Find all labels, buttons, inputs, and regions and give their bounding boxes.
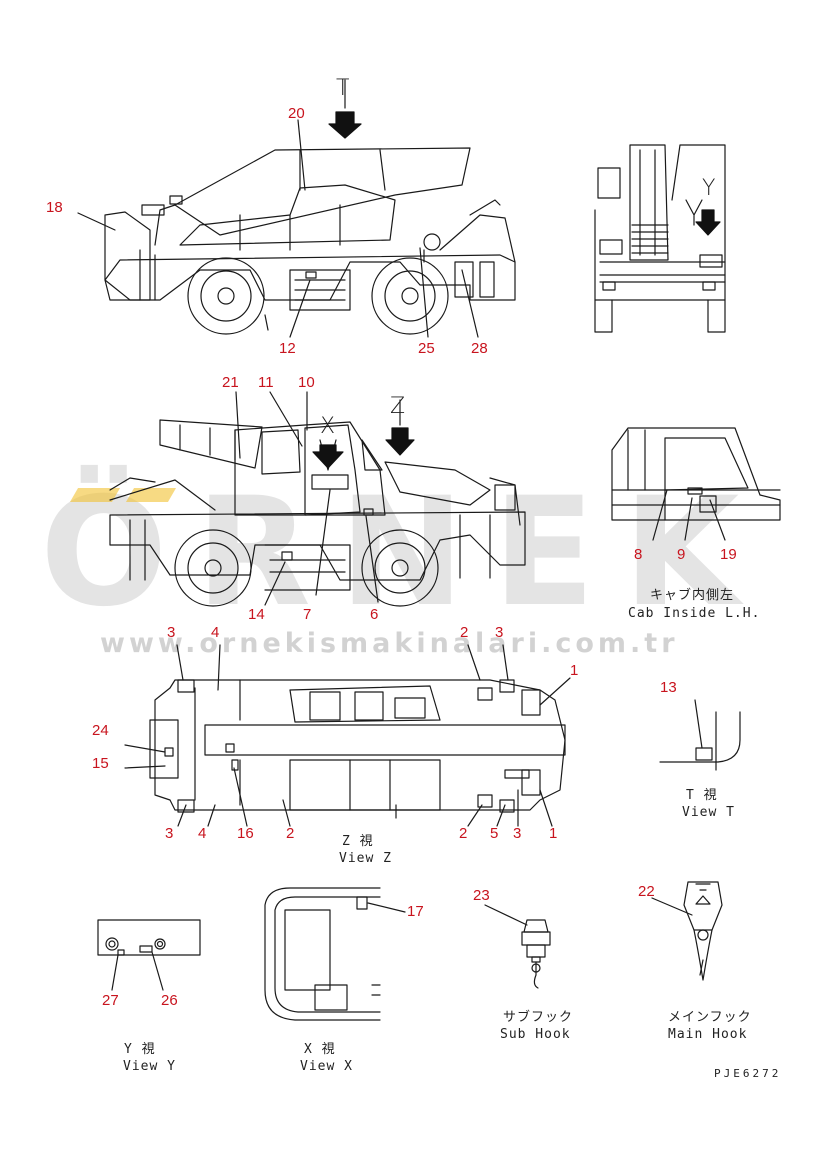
main-hook-caption-en: Main Hook bbox=[668, 1027, 748, 1042]
top-view-z bbox=[149, 679, 566, 819]
part-number: 7 bbox=[303, 606, 312, 623]
view-marker-y: Y bbox=[702, 176, 716, 201]
view-y-caption-jp: Y 視 bbox=[124, 1042, 156, 1057]
part-number: 3 bbox=[495, 624, 504, 641]
crane-front-view bbox=[594, 144, 726, 333]
view-y-detail bbox=[97, 919, 201, 956]
view-x-caption-en: View X bbox=[300, 1059, 353, 1074]
part-number: 19 bbox=[720, 546, 737, 563]
view-marker-t: T bbox=[336, 76, 350, 101]
part-number: 2 bbox=[286, 825, 295, 842]
main-hook-drawing bbox=[683, 881, 723, 981]
sub-hook-caption-en: Sub Hook bbox=[500, 1027, 571, 1042]
part-number: 1 bbox=[549, 825, 558, 842]
part-number: 23 bbox=[473, 887, 490, 904]
part-number: 17 bbox=[407, 903, 424, 920]
cab-inside-caption-en: Cab Inside L.H. bbox=[628, 606, 761, 621]
view-marker-x: X bbox=[320, 414, 336, 439]
part-number: 6 bbox=[370, 606, 379, 623]
part-number: 4 bbox=[198, 825, 207, 842]
part-number: 21 bbox=[222, 374, 239, 391]
view-marker-z: Z bbox=[390, 394, 406, 419]
part-number: 1 bbox=[570, 662, 579, 679]
part-number: 13 bbox=[660, 679, 677, 696]
part-number: 25 bbox=[418, 340, 435, 357]
view-y-caption-en: View Y bbox=[123, 1059, 176, 1074]
part-number: 24 bbox=[92, 722, 109, 739]
part-number: 11 bbox=[258, 374, 274, 391]
view-z-caption-en: View Z bbox=[339, 851, 392, 866]
crane-side-view-right bbox=[104, 79, 516, 335]
part-number: 3 bbox=[513, 825, 522, 842]
part-number: 10 bbox=[298, 374, 315, 391]
cab-inside-view bbox=[611, 427, 781, 521]
view-t-caption-jp: T 視 bbox=[686, 788, 718, 803]
cab-inside-caption-jp: キャブ内側左 bbox=[650, 588, 735, 603]
part-number: 28 bbox=[471, 340, 488, 357]
view-t-detail bbox=[659, 711, 741, 771]
part-number: 3 bbox=[167, 624, 176, 641]
part-number: 27 bbox=[102, 992, 119, 1009]
view-z-caption-jp: Z 視 bbox=[342, 834, 374, 849]
part-number: 8 bbox=[634, 546, 643, 563]
part-number: 20 bbox=[288, 105, 305, 122]
part-number: 4 bbox=[211, 624, 220, 641]
view-x-caption-jp: X 視 bbox=[304, 1042, 336, 1057]
part-number: 15 bbox=[92, 755, 109, 772]
callout-leaders bbox=[77, 119, 726, 991]
part-number: 14 bbox=[248, 606, 265, 623]
part-number: 2 bbox=[460, 624, 469, 641]
watermark-url: www.ornekismakinalari.com.tr bbox=[100, 628, 679, 659]
crane-side-view-left bbox=[109, 399, 526, 607]
watermark-logo: ÖRNEK bbox=[40, 466, 768, 640]
part-number: 12 bbox=[279, 340, 296, 357]
part-number: 9 bbox=[677, 546, 686, 563]
part-number: 5 bbox=[490, 825, 499, 842]
view-x-detail bbox=[264, 887, 381, 1021]
view-t-caption-en: View T bbox=[682, 805, 735, 820]
drawing-code: PJE6272 bbox=[714, 1067, 782, 1080]
sub-hook-drawing bbox=[521, 919, 551, 989]
part-number: 3 bbox=[165, 825, 174, 842]
main-hook-caption-jp: メインフック bbox=[668, 1010, 752, 1025]
sub-hook-caption-jp: サブフック bbox=[503, 1010, 574, 1025]
part-number: 22 bbox=[638, 883, 655, 900]
part-number: 18 bbox=[46, 199, 63, 216]
part-number: 2 bbox=[459, 825, 468, 842]
part-number: 16 bbox=[237, 825, 254, 842]
part-number: 26 bbox=[161, 992, 178, 1009]
